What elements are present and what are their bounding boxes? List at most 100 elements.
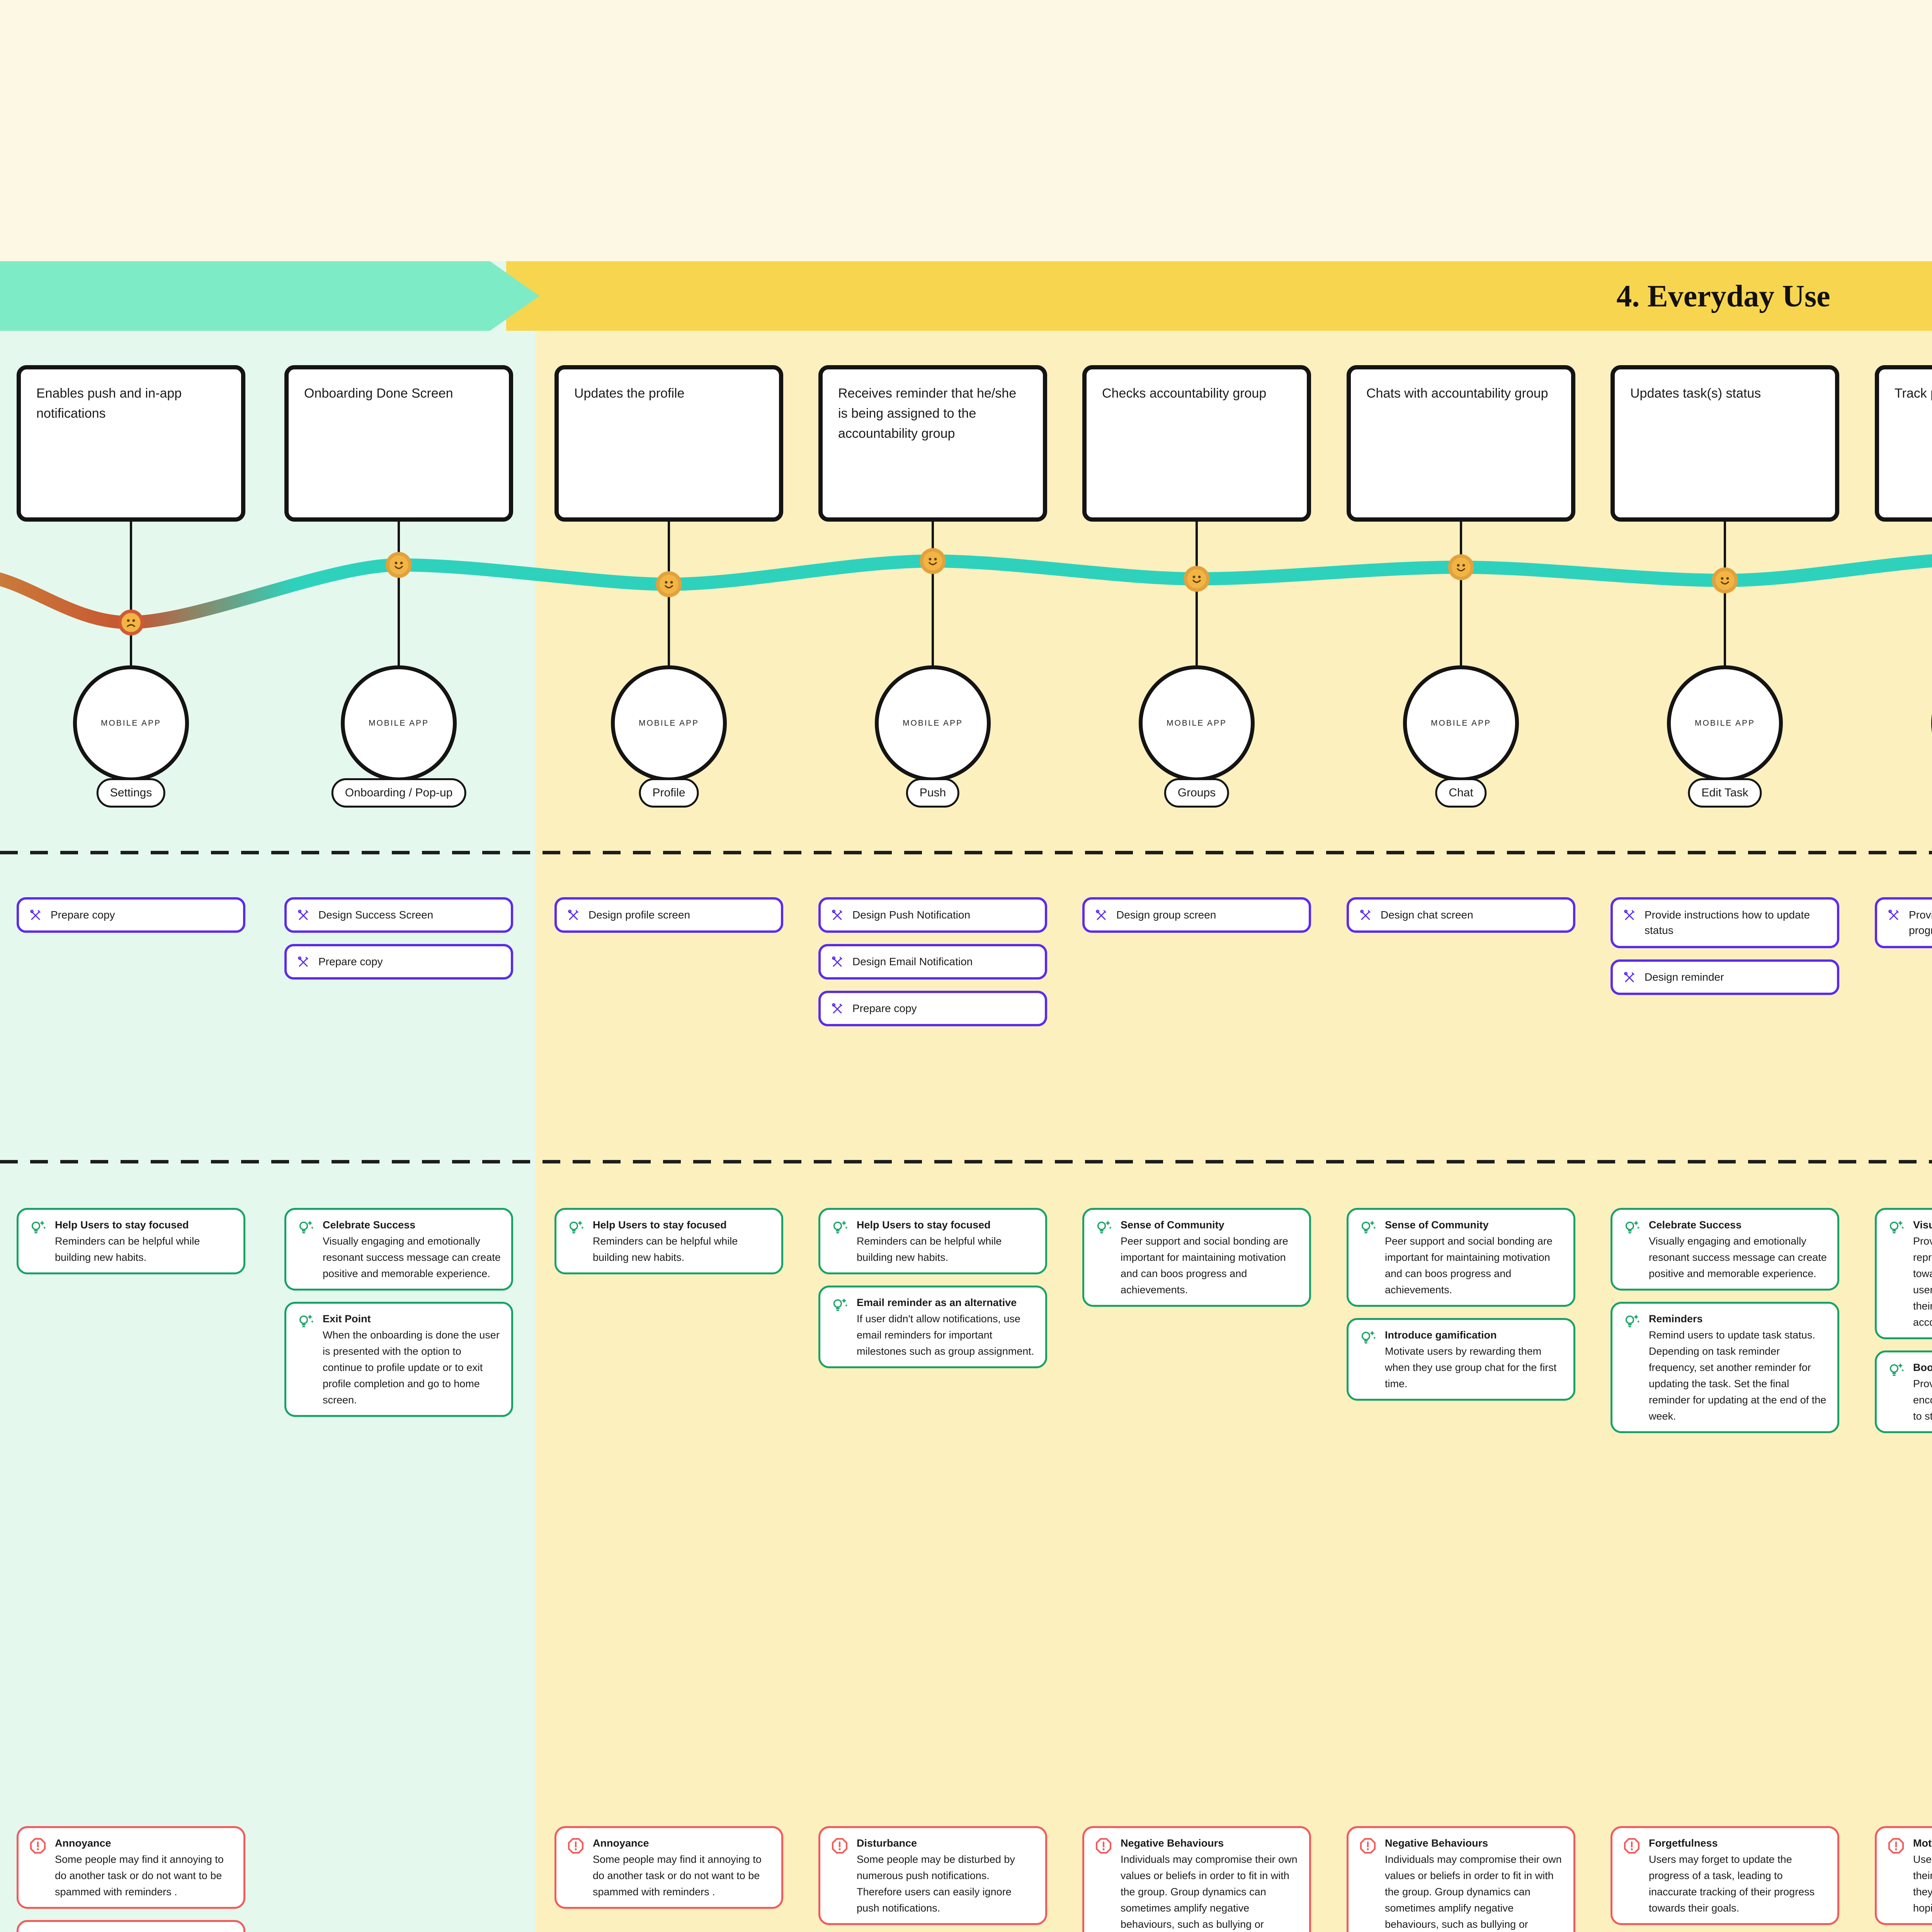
opportunity-body: Peer support and social bonding are impo… — [1385, 1235, 1553, 1296]
screen-chip[interactable]: Settings — [96, 778, 166, 808]
opportunity-card[interactable]: Help Users to stay focused Reminders can… — [554, 1208, 783, 1274]
pain-card[interactable]: Annoyance Some people may find it annoyi… — [17, 1826, 245, 1909]
pain-card[interactable]: Forgetfulness Users may forget to update… — [1611, 1826, 1839, 1925]
phase-band-everyday-arrow[interactable] — [506, 261, 1932, 331]
touchpoint-circle[interactable]: MOBILE APP — [1667, 665, 1783, 781]
task-label: Prepare copy — [51, 909, 115, 921]
task-card[interactable]: Design Push Notification — [818, 897, 1047, 933]
pain-text: Annoyance Some people may find it annoyi… — [593, 1835, 771, 1900]
step-label: Track progress — [1895, 386, 1932, 401]
warning-icon — [1360, 1838, 1376, 1854]
task-label: Design Success Screen — [318, 909, 434, 921]
step-card[interactable]: Onboarding Done Screen — [284, 365, 513, 522]
pain-text: Negative Behaviours Individuals may comp… — [1121, 1835, 1299, 1932]
opportunity-card[interactable]: Exit Point When the onboarding is done t… — [284, 1302, 513, 1417]
step-card[interactable]: Updates task(s) status — [1611, 365, 1839, 522]
opportunity-card[interactable]: Sense of Community Peer support and soci… — [1347, 1208, 1575, 1307]
touchpoint-circle[interactable]: MOBILE APP — [73, 665, 189, 781]
sentiment-emoji[interactable] — [1448, 554, 1474, 580]
task-card[interactable]: Prepare copy — [818, 991, 1047, 1026]
touchpoint-label: MOBILE APP — [100, 719, 162, 728]
opportunity-card[interactable]: Email reminder as an alternative If user… — [818, 1286, 1047, 1368]
task-label: Design reminder — [1645, 971, 1724, 983]
pain-card[interactable]: Motivation loss Users may lose motivatio… — [1875, 1826, 1932, 1925]
opportunity-card[interactable]: Sense of Community Peer support and soci… — [1082, 1208, 1311, 1307]
opportunity-list: Help Users to stay focused Reminders can… — [818, 1208, 1047, 1368]
touchpoint-circle[interactable]: MOBILE APP — [1403, 665, 1519, 781]
step-label: Onboarding Done Screen — [304, 386, 453, 401]
phase-band-onboarding-arrow[interactable] — [0, 261, 539, 331]
step-card[interactable]: Enables push and in-app notifications — [17, 365, 245, 522]
emoji-ring — [656, 571, 682, 597]
task-card[interactable]: Design reminder — [1611, 959, 1839, 995]
screen-chip[interactable]: Groups — [1164, 778, 1230, 808]
step-card[interactable]: Receives reminder that he/she is being a… — [818, 365, 1047, 522]
screen-chip[interactable]: Onboarding / Pop-up — [331, 778, 466, 808]
task-card[interactable]: Provide instructions how to update progr… — [1875, 897, 1932, 948]
sentiment-emoji[interactable] — [118, 609, 144, 636]
pain-title: Disturbance — [857, 1837, 917, 1849]
pain-list: Disturbance Some people may be disturbed… — [818, 1826, 1047, 1925]
opportunity-card[interactable]: Help Users to stay focused Reminders can… — [17, 1208, 245, 1274]
task-card[interactable]: Design Email Notification — [818, 944, 1047, 980]
sentiment-emoji[interactable] — [386, 552, 412, 578]
lightbulb-icon — [1889, 1363, 1904, 1376]
step-card[interactable]: Checks accountability group — [1082, 365, 1311, 522]
touchpoint-circle[interactable]: MOBILE APP — [341, 665, 457, 781]
task-card[interactable]: Prepare copy — [284, 944, 513, 980]
touchpoint-circle[interactable]: MOBILE APP — [1139, 665, 1255, 781]
opportunity-card[interactable]: Celebrate Success Visually engaging and … — [284, 1208, 513, 1291]
sentiment-emoji[interactable] — [920, 548, 946, 574]
screen-chip-label: Edit Task — [1701, 786, 1748, 799]
task-card[interactable]: Prepare copy — [17, 897, 245, 933]
task-label: Design group screen — [1116, 909, 1216, 921]
step-card[interactable]: Track progress — [1875, 365, 1932, 522]
task-card[interactable]: Design profile screen — [554, 897, 783, 933]
lane-divider-tasks — [0, 851, 1932, 854]
step-card[interactable]: Updates the profile — [554, 365, 783, 522]
pain-body: Individuals may compromise their own val… — [1385, 1854, 1562, 1930]
screen-chip[interactable]: Edit Task — [1688, 778, 1762, 808]
pain-card[interactable]: Negative Behaviours Individuals may comp… — [1347, 1826, 1575, 1932]
task-card[interactable]: Design group screen — [1082, 897, 1311, 933]
phase-band — [0, 261, 1932, 331]
task-card[interactable]: Design chat screen — [1347, 897, 1575, 933]
opportunity-card[interactable]: Celebrate Success Visually engaging and … — [1611, 1208, 1839, 1291]
pain-card[interactable]: Negative Behaviours Individuals may comp… — [1082, 1826, 1311, 1932]
opportunity-card[interactable]: Reminders Remind users to update task st… — [1611, 1302, 1839, 1433]
task-label: Design Email Notification — [852, 956, 973, 968]
touchpoint-label: MOBILE APP — [368, 719, 429, 728]
touchpoint-circle[interactable]: MOBILE APP — [875, 665, 991, 781]
pain-card[interactable]: Disturbance Enabling push notifications … — [17, 1920, 245, 1932]
sentiment-emoji[interactable] — [1712, 567, 1738, 594]
emoji-ring — [1184, 566, 1210, 592]
opportunity-title: Introduce gamification — [1385, 1329, 1497, 1341]
sentiment-emoji[interactable] — [656, 571, 682, 597]
lightbulb-icon — [1625, 1220, 1640, 1233]
tools-icon — [1360, 910, 1371, 920]
touchpoint-circle[interactable]: MOBILE APP — [611, 665, 727, 781]
journey-column: Updates task(s) status MOBILE APP Edit — [1611, 0, 1839, 1932]
opportunity-card[interactable]: Boost Motivation Providing feedback and … — [1875, 1350, 1932, 1433]
screen-chip[interactable]: Chat — [1435, 778, 1487, 808]
opportunity-card[interactable]: Introduce gamification Motivate users by… — [1347, 1318, 1575, 1401]
pain-title: Negative Behaviours — [1385, 1837, 1488, 1849]
opportunity-card[interactable]: Visualization of progress Provide users … — [1875, 1208, 1932, 1339]
step-card[interactable]: Chats with accountability group — [1347, 365, 1575, 522]
pain-card[interactable]: Annoyance Some people may find it annoyi… — [554, 1826, 783, 1909]
step-label: Checks accountability group — [1102, 386, 1267, 401]
screen-chip[interactable]: Push — [906, 778, 960, 808]
background-section-everyday-use — [536, 261, 1932, 1932]
sentiment-emoji[interactable] — [1184, 566, 1210, 592]
task-card[interactable]: Design Success Screen — [284, 897, 513, 933]
journey-column: Enables push and in-app notifications MO… — [17, 0, 245, 1932]
screen-chip[interactable]: Profile — [639, 778, 699, 808]
phase-title: 4. Everyday Use — [1616, 279, 1830, 313]
warning-icon — [1095, 1838, 1112, 1854]
pain-body: Some people may be disturbed by numerous… — [857, 1854, 1015, 1914]
opportunity-card[interactable]: Help Users to stay focused Reminders can… — [818, 1208, 1047, 1274]
task-card[interactable]: Provide instructions how to update statu… — [1611, 897, 1839, 948]
pain-title: Forgetfulness — [1649, 1837, 1718, 1849]
opportunity-text: Sense of Community Peer support and soci… — [1121, 1217, 1299, 1298]
pain-card[interactable]: Disturbance Some people may be disturbed… — [818, 1826, 1047, 1925]
